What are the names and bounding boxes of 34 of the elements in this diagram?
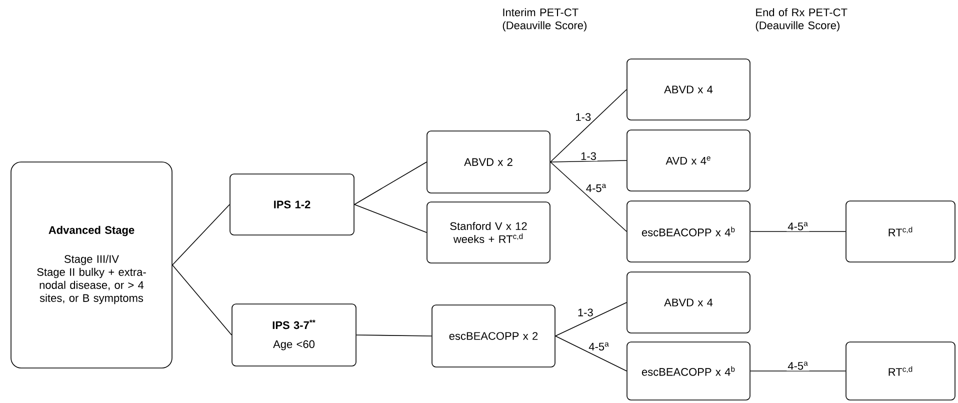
treatment-box: RT$^{c,d}$ [846, 342, 956, 400]
score-label: 1-3 [576, 308, 594, 318]
treatment-box: ABVD x 4 [626, 272, 750, 334]
score-label: 4-5$^{a}$ [588, 341, 610, 352]
connector-line [172, 204, 230, 266]
score-label: 1-3 [574, 112, 592, 122]
connector-line [356, 334, 432, 336]
connector-line [354, 162, 427, 205]
column-heading: Interim PET-CT (Deauville Score) [502, 8, 586, 32]
connector-line [550, 160, 627, 162]
treatment-box: escBEACOPP x 4$^{b}$ [626, 342, 750, 400]
connector-line [555, 336, 627, 372]
risk-group-box: IPS 3-7$^{**}$ Age <60 [232, 304, 356, 366]
connector-line [550, 162, 627, 232]
treatment-box: escBEACOPP x 4$^{b}$ [626, 200, 750, 262]
stage-box: Advanced Stage Stage III/IV Stage II bulky + extra-nodal disease, or > 4 sites, or B symptoms [10, 162, 172, 368]
risk-group-box: IPS 1-2 [230, 174, 354, 236]
treatment-box: AVD x 4$^{e}$ [626, 130, 750, 192]
connector-line [354, 204, 427, 233]
connector-line [550, 89, 627, 162]
score-label: 1-3 [580, 151, 598, 162]
connector-line [750, 231, 846, 232]
treatment-box: RT$^{c,d}$ [846, 200, 956, 262]
score-label: 4-5$^{a}$ [786, 360, 810, 371]
treatment-box: ABVD x 4 [626, 58, 750, 120]
score-label: 4-5$^{a}$ [786, 221, 810, 232]
treatment-box: Stanford V x 12 weeks + RT$^{c,d}$ [426, 202, 550, 264]
connector-line [172, 264, 232, 336]
treatment-box: ABVD x 2 [426, 130, 550, 194]
column-heading: End of Rx PET-CT (Deauville Score) [756, 8, 848, 32]
connector-line [750, 370, 846, 372]
score-label: 4-5$^{a}$ [584, 182, 608, 194]
connector-line [555, 302, 627, 336]
treatment-box: escBEACOPP x 2 [432, 304, 556, 368]
